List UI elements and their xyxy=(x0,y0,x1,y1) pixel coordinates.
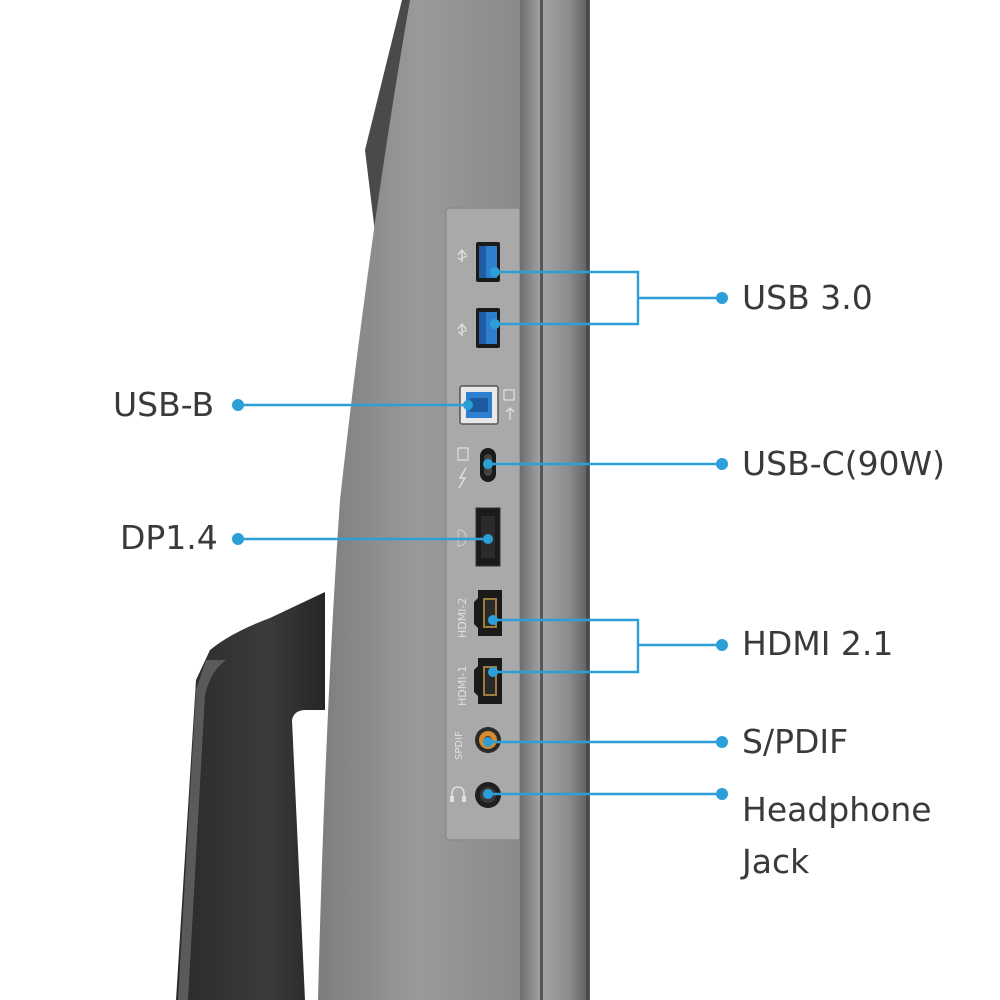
callout-dot-dp xyxy=(232,533,244,545)
callout-dot-headphone-port xyxy=(483,789,493,799)
callout-dot-usb30 xyxy=(716,292,728,304)
bezel-line xyxy=(540,0,543,1000)
label-headphone: Headphone Jack xyxy=(742,790,932,881)
hdmi-1-marking: HDMI-1 xyxy=(456,666,469,706)
callout-lines xyxy=(238,270,722,796)
callout-line-hdmi xyxy=(492,618,722,674)
label-usbc: USB-C(90W) xyxy=(742,444,946,483)
monitor-bezel xyxy=(520,0,590,1000)
callout-dot-headphone xyxy=(716,788,728,800)
callout-dot-dp-port xyxy=(483,534,493,544)
callout-dot-usbc-port xyxy=(483,459,493,469)
callout-dot-usb30-a xyxy=(490,267,500,277)
callout-dot-spdif-port xyxy=(483,737,493,747)
thunderbolt-icon xyxy=(457,447,469,489)
bezel-line-2 xyxy=(586,0,589,1000)
callout-dot-usbb xyxy=(232,399,244,411)
label-dp: DP1.4 xyxy=(120,518,218,557)
monitor-stand xyxy=(176,592,325,1000)
callout-dot-hdmi-a xyxy=(488,615,498,625)
callout-dot-hdmi-b xyxy=(488,667,498,677)
hdmi-1-port xyxy=(474,658,502,704)
display-usb-icon xyxy=(503,389,515,420)
spdif-marking: SPDIF xyxy=(454,731,465,760)
usb-symbol-icon xyxy=(457,322,468,336)
callout-dot-usbc xyxy=(716,458,728,470)
label-hdmi: HDMI 2.1 xyxy=(742,624,894,663)
hdmi-2-marking: HDMI-2 xyxy=(456,598,469,638)
headphone-icon xyxy=(450,786,466,802)
callout-dot-usbb-port xyxy=(463,400,473,410)
label-usb30: USB 3.0 xyxy=(742,278,873,317)
usb-symbol-icon xyxy=(457,248,468,262)
callout-line-usb30 xyxy=(494,270,722,326)
hdmi-2-port xyxy=(474,590,502,636)
label-spdif: S/PDIF xyxy=(742,722,849,761)
callout-dot-hdmi xyxy=(716,639,728,651)
label-usbb: USB-B xyxy=(113,385,215,424)
callout-dots xyxy=(232,267,728,800)
callout-dot-spdif xyxy=(716,736,728,748)
callout-dot-usb30-b xyxy=(490,319,500,329)
stand-highlight xyxy=(178,660,226,1000)
